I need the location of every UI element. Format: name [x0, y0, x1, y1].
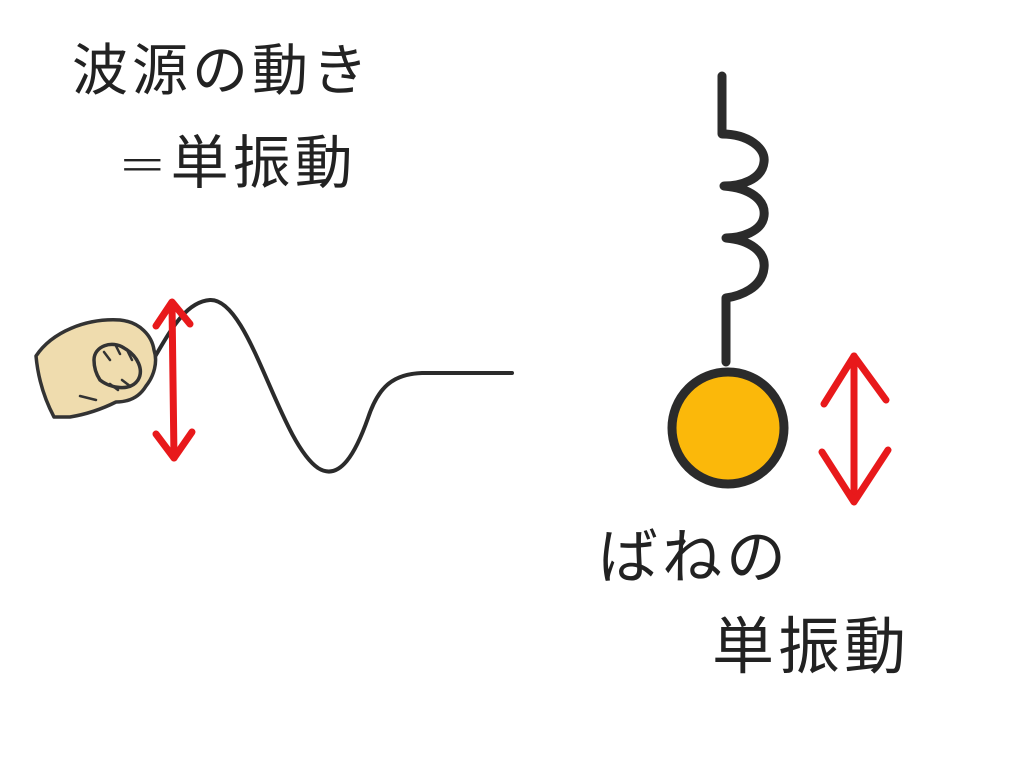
spring-caption-line1: ばねの [598, 523, 790, 593]
spring-caption-line2: 単振動 [712, 610, 911, 683]
hand-holding-rope-icon [34, 318, 158, 419]
hanging-weight-icon [667, 367, 789, 489]
double-arrow-vertical-icon [152, 298, 196, 462]
double-arrow-vertical-icon [818, 352, 892, 506]
wave-rope [146, 297, 514, 474]
coil-spring-icon [717, 71, 769, 367]
wave-source-subtitle: =単振動 [118, 129, 357, 197]
wave-source-title: 波源の動き [72, 39, 372, 104]
